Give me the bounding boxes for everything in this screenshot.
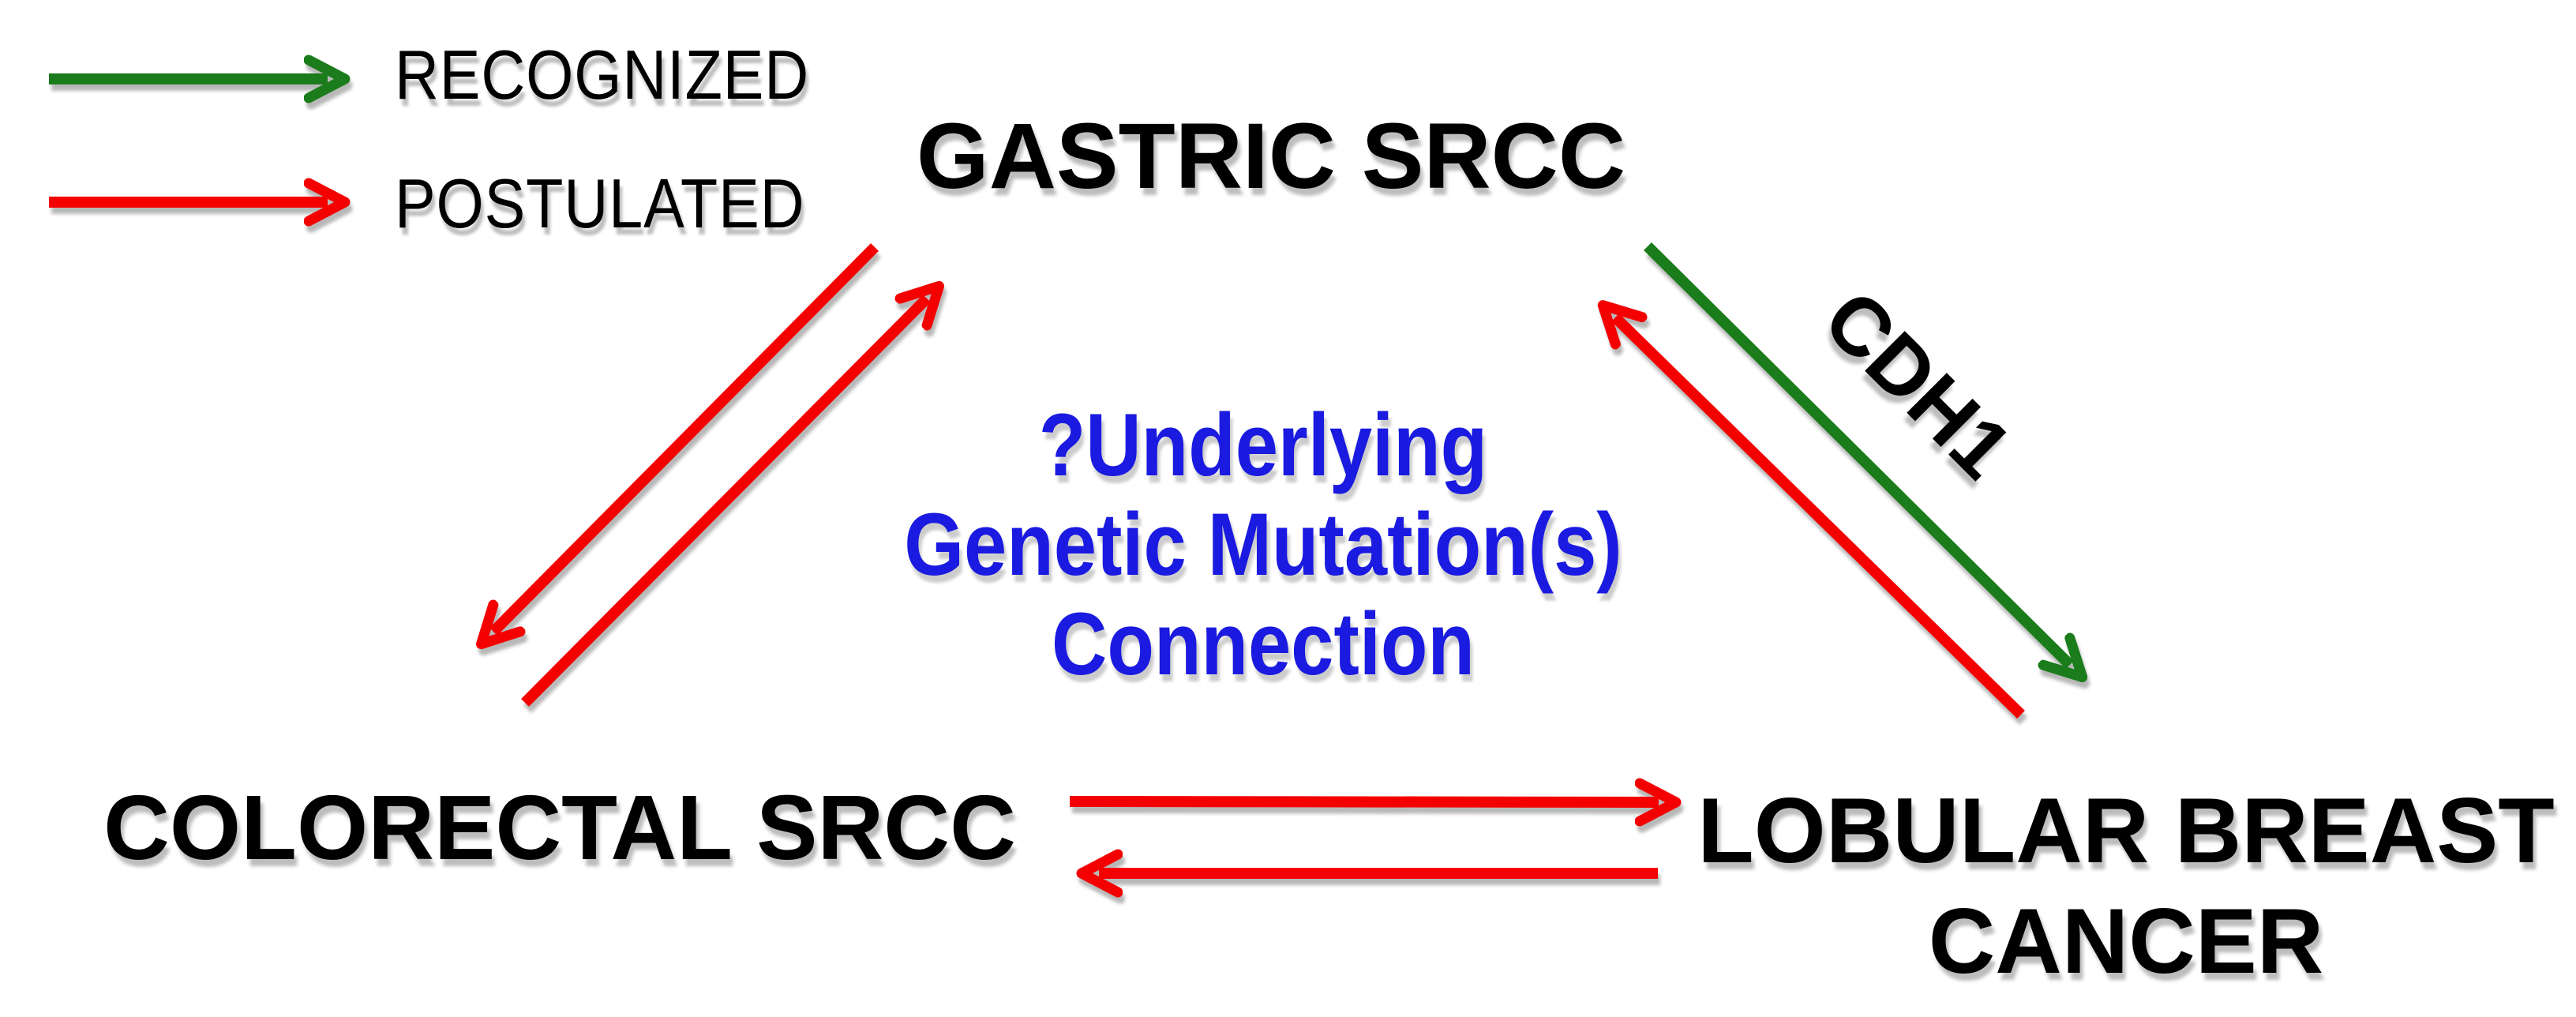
edge-colorectal-to-lobular-arrow [1069,801,1659,802]
node-gastric-srcc: GASTRIC SRCC [916,104,1626,208]
node-colorectal-srcc: COLORECTAL SRCC [103,776,1016,879]
center-note-line2: Genetic Mutation(s) [904,495,1622,594]
legend-postulated-label: POSTULATED [395,164,805,242]
center-note-line3: Connection [1052,595,1475,693]
center-note-line1: ?Underlying [1038,396,1488,494]
edge-gastric-to-lobular-arrow [1644,242,2070,665]
edge-gastric-to-colorectal-arrow [493,243,879,632]
legend-recognized-label: RECOGNIZED [395,36,810,114]
edge-lobular-to-gastric-arrow [1615,317,2025,719]
edge-colorectal-to-gastric-arrow [521,298,927,707]
node-lobular-line1: LOBULAR BREAST [1697,779,2555,882]
node-lobular-breast-cancer: LOBULAR BREAST CANCER [1697,775,2554,996]
center-question-note: ?Underlying Genetic Mutation(s) Connecti… [904,396,1622,694]
node-lobular-line2: CANCER [1928,889,2324,993]
